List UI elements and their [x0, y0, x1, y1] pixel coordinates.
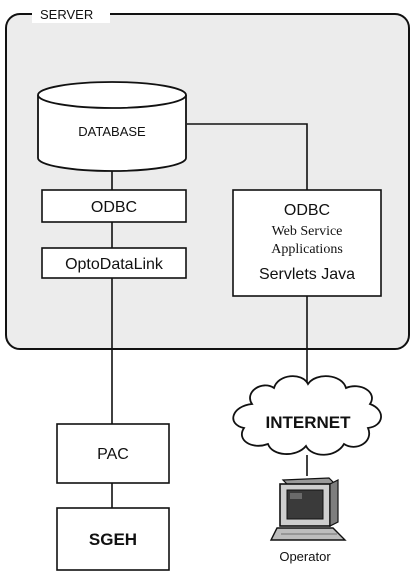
connectors — [111, 123, 308, 508]
pac-box: PAC — [56, 423, 170, 484]
database-label: DATABASE — [78, 124, 146, 139]
web-box-applications-label: Applications — [271, 242, 343, 257]
internet-label: INTERNET — [266, 413, 352, 432]
sgeh-label: SGEH — [89, 530, 137, 549]
server-label-background — [32, 5, 110, 23]
pac-label: PAC — [97, 446, 129, 463]
odbc-box-frame — [41, 189, 187, 223]
terminal-side — [329, 479, 339, 527]
server-boundary — [5, 13, 410, 350]
optodatalink-box-frame — [41, 247, 187, 279]
web-service-box: ODBC Web Service Applications Servlets J… — [232, 189, 382, 297]
computer-terminal-icon — [269, 477, 347, 541]
connector-database-webservice — [187, 123, 308, 190]
web-service-box-frame — [232, 189, 382, 297]
cloud-shape — [232, 375, 382, 456]
optodatalink-label: OptoDataLink — [65, 256, 164, 273]
operator-label: Operator — [279, 549, 331, 564]
server-label: SERVER — [40, 7, 93, 22]
odbc-box: ODBC — [41, 189, 187, 223]
odbc-label: ODBC — [91, 199, 137, 216]
web-box-odbc-label: ODBC — [284, 202, 330, 219]
server-container: SERVER — [5, 5, 410, 350]
pac-box-frame — [56, 423, 170, 484]
database-cylinder: DATABASE — [37, 81, 187, 172]
terminal-screen-glare — [290, 493, 302, 499]
sgeh-box-frame — [56, 507, 170, 571]
web-box-servlets-label: Servlets Java — [259, 266, 355, 283]
database-body — [37, 95, 187, 172]
sgeh-box: SGEH — [56, 507, 170, 571]
database-top — [37, 81, 187, 109]
web-box-web-service-label: Web Service — [272, 224, 343, 239]
optodatalink-box: OptoDataLink — [41, 247, 187, 279]
internet-cloud: INTERNET — [232, 375, 382, 456]
